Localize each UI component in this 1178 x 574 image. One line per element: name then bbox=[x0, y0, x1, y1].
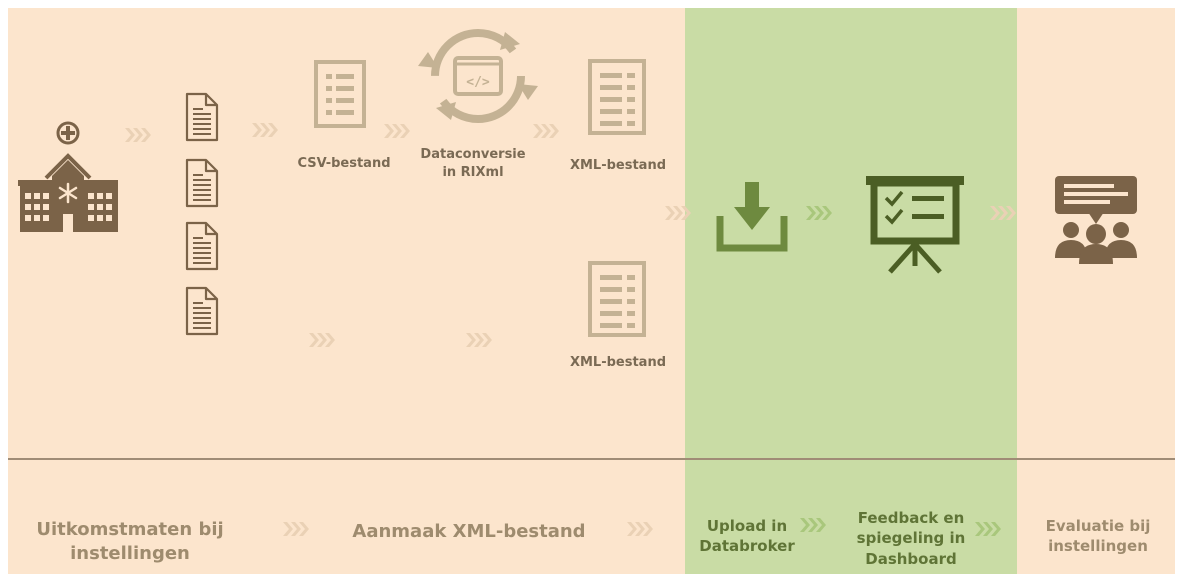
list-document-icon bbox=[314, 60, 366, 128]
group-discussion-icon bbox=[1055, 176, 1137, 264]
csv-file-label: CSV-bestand bbox=[297, 156, 391, 171]
sync-code-icon: </> bbox=[418, 29, 538, 123]
stage-label-line: Feedback en bbox=[857, 509, 965, 527]
stage-feedback-dashboard-label: Feedback en spiegeling in Dashboard bbox=[846, 508, 976, 569]
download-icon bbox=[716, 182, 788, 252]
hospital-icon bbox=[18, 121, 118, 232]
stage-label-line: Dashboard bbox=[865, 549, 957, 568]
stage-label-line: Evaluatie bij bbox=[1045, 517, 1151, 535]
platform-band bbox=[685, 8, 1017, 574]
xml-file-bottom-label: XML-bestand bbox=[569, 355, 667, 370]
stage-label-line: instellingen bbox=[1048, 537, 1148, 556]
stage-label-line: Databroker bbox=[699, 537, 795, 556]
xml-file-top-label: XML-bestand bbox=[569, 158, 667, 173]
stage-create-xml-label: Aanmaak XML-bestand bbox=[352, 521, 586, 542]
stage-evaluation-label: Evaluatie bij instellingen bbox=[1028, 516, 1168, 557]
data-conversion-label-line: Dataconversie bbox=[420, 147, 526, 162]
stage-label-line: Upload in bbox=[706, 517, 788, 535]
stage-label-line: Uitkomstmaten bij bbox=[36, 519, 224, 540]
stage-upload-databroker-label: Upload in Databroker bbox=[694, 516, 800, 557]
stage-label-line: instellingen bbox=[70, 543, 190, 565]
data-conversion-label-line: in RIXml bbox=[442, 164, 504, 180]
data-conversion-label: Dataconversie in RIXml bbox=[418, 146, 528, 181]
svg-text:</>: </> bbox=[466, 75, 490, 90]
stage-label-line: spiegeling in bbox=[856, 529, 966, 548]
presentation-board-icon bbox=[866, 176, 964, 274]
stage-outcomes-institutions-label: Uitkomstmaten bij instellingen bbox=[20, 518, 240, 567]
